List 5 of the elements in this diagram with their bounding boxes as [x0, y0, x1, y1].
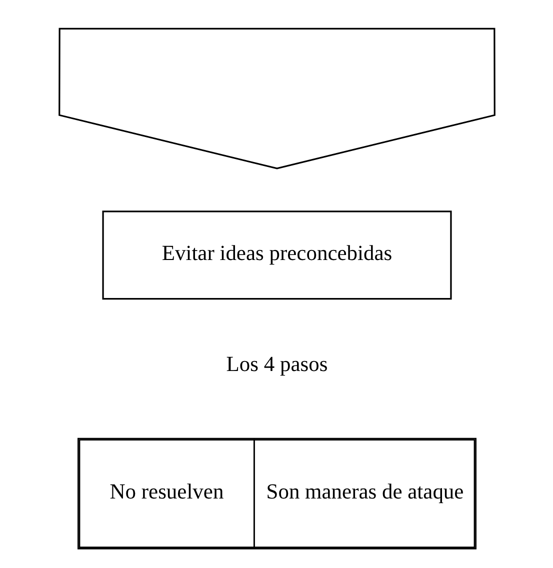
node-box: Evitar ideas preconcebidas [102, 210, 452, 300]
node-arrow [58, 28, 495, 170]
label: Son maneras de ataque [266, 480, 464, 504]
label: No resuelven [109, 480, 224, 504]
label: Los 4 pasos [226, 352, 328, 376]
